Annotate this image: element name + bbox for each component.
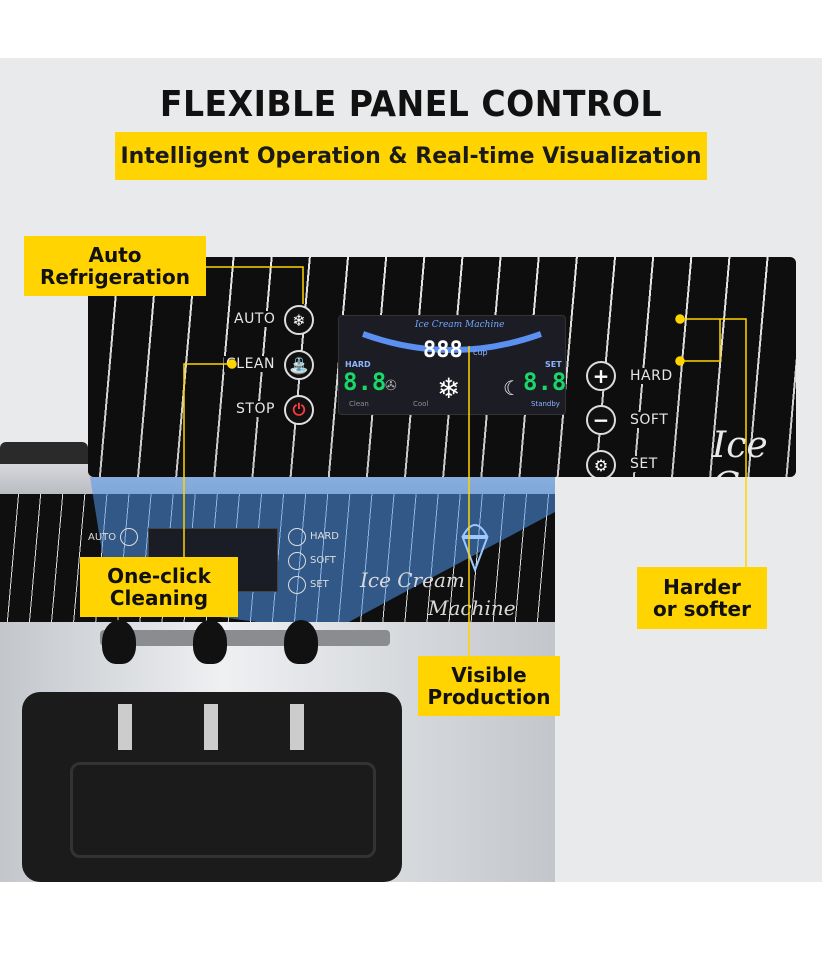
clean-label: CLEAN [224,356,277,372]
subtitle-bar: Intelligent Operation & Real-time Visual… [115,132,707,180]
mini-auto-label: AUTO [88,532,117,543]
nozzle-rod-center [204,704,218,750]
mini-hard-button [288,528,306,546]
mini-soft-button [288,552,306,570]
soft-button[interactable]: − [586,405,616,435]
callout-auto-refrigeration: Auto Refrigeration [24,236,206,296]
cup-unit: cup [473,348,488,357]
callout-one-click-cleaning: One-click Cleaning [80,557,238,617]
mini-hard-label: HARD [310,531,340,542]
fan-icon: ✇ [385,378,397,394]
gear-icon: ⚙ [593,455,609,475]
stop-label: STOP [234,401,277,417]
handle-left [102,620,136,664]
power-icon: ⏻ [292,400,306,419]
callout-connectors [183,266,747,656]
handle-center [193,620,227,664]
nozzle-rod-right [290,704,304,750]
control-panel-zoom: AUTO ❄ CLEAN ⛲ STOP ⏻ Ice Cream Machine … [88,257,796,477]
hard-digits: 8.8 [343,368,387,396]
cool-mode-label: Cool [413,400,429,408]
display-brand: Ice Cream Machine [415,320,505,330]
faucet-icon: ⛲ [289,355,309,375]
center-digits: 888 [423,338,463,363]
mini-set-button [288,576,306,594]
hard-tag: HARD [345,360,371,369]
snowflake-icon: ❄ [292,310,306,330]
nozzle-rod-left [118,704,132,750]
panel-script-text: Ice Cr [712,425,768,477]
headline: FLEXIBLE PANEL CONTROL [159,84,663,125]
callout-visible-production: Visible Production [418,656,560,716]
mini-set-label: SET [310,579,329,590]
callout-harder-or-softer: Harder or softer [637,567,767,629]
minus-icon: − [592,408,610,432]
standby-mode-label: Standby [531,400,560,408]
lcd-display: Ice Cream Machine 888 cup HARD 8.8 SET 8… [338,315,566,415]
hard-button[interactable]: + [586,361,616,391]
display-arc [361,331,543,353]
set-tag: SET [545,360,562,369]
hard-label: HARD [628,368,675,384]
set-label: SET [628,456,660,472]
stop-button[interactable]: ⏻ [284,395,314,425]
auto-button[interactable]: ❄ [284,305,314,335]
handle-right [284,620,318,664]
nozzle-outline [70,762,376,858]
machine-label-line2: Machine [428,596,516,620]
set-digits: 8.8 [523,368,567,396]
snowflake-display-icon: ❄ [437,372,461,405]
mini-auto-button [120,528,138,546]
mini-soft-label: SOFT [310,555,336,566]
subtitle: Intelligent Operation & Real-time Visual… [120,143,702,169]
product-banner: FLEXIBLE PANEL CONTROL Intelligent Opera… [0,58,822,882]
machine-handle [0,442,88,464]
soft-label: SOFT [628,412,671,428]
plus-icon: + [592,364,610,388]
moon-icon: ☾ [503,376,521,400]
machine-label-line1: Ice Cream [360,568,465,592]
clean-mode-label: Clean [349,400,369,408]
set-button[interactable]: ⚙ [586,450,616,477]
auto-label: AUTO [232,311,278,327]
clean-button[interactable]: ⛲ [284,350,314,380]
